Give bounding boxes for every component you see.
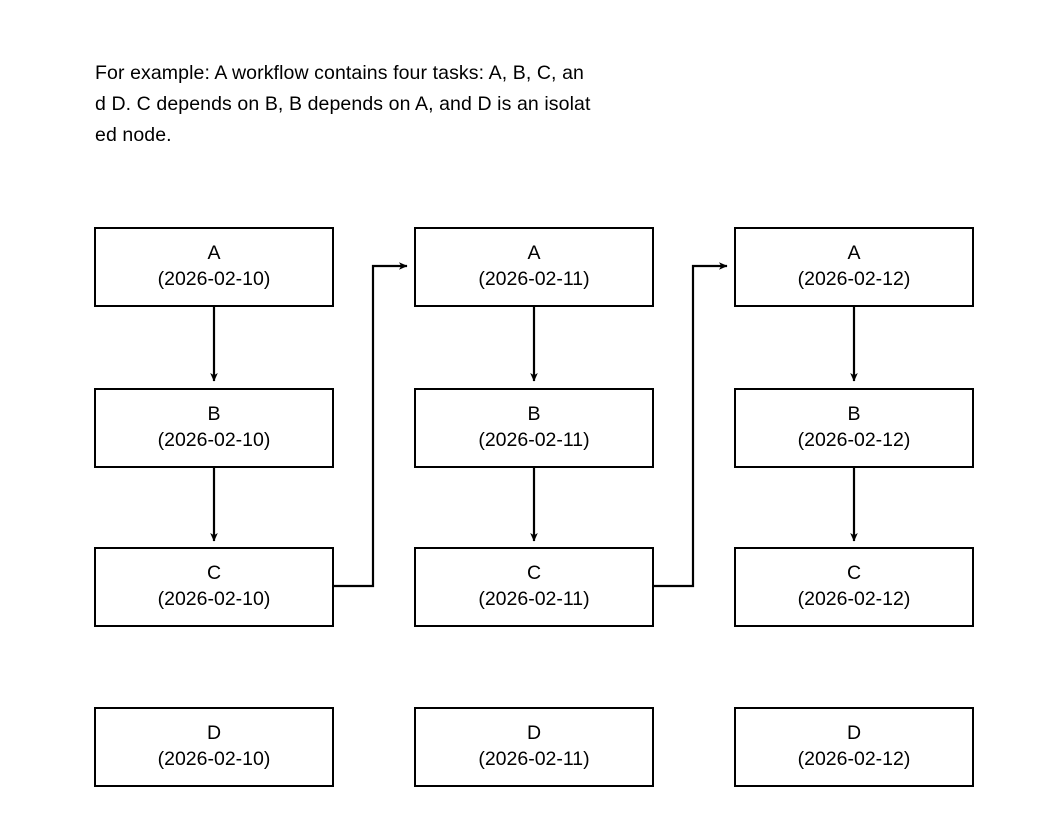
task-node-d-2026-02-11[interactable]: D (2026-02-11) [414,707,654,787]
node-label: C [526,562,542,584]
node-label: B [527,403,541,425]
node-label: C [206,562,222,584]
node-label: D [206,722,222,744]
node-label: A [527,242,541,264]
task-node-c-2026-02-10[interactable]: C (2026-02-10) [94,547,334,627]
node-label: D [846,722,862,744]
node-date: (2026-02-12) [797,268,911,290]
node-label: D [526,722,542,744]
node-label: A [207,242,221,264]
task-node-b-2026-02-10[interactable]: B (2026-02-10) [94,388,334,468]
task-node-d-2026-02-12[interactable]: D (2026-02-12) [734,707,974,787]
node-label: A [847,242,861,264]
task-node-a-2026-02-12[interactable]: A (2026-02-12) [734,227,974,307]
node-label: B [207,403,221,425]
caption-text: For example: A workflow contains four ta… [95,62,591,146]
node-label: B [847,403,861,425]
edge-c-col2-to-a-col3 [654,262,728,588]
node-date: (2026-02-12) [797,588,911,610]
task-node-a-2026-02-10[interactable]: A (2026-02-10) [94,227,334,307]
node-date: (2026-02-10) [157,268,271,290]
node-date: (2026-02-11) [478,268,590,290]
node-date: (2026-02-11) [478,748,590,770]
node-date: (2026-02-11) [478,588,590,610]
task-node-c-2026-02-11[interactable]: C (2026-02-11) [414,547,654,627]
task-node-d-2026-02-10[interactable]: D (2026-02-10) [94,707,334,787]
node-date: (2026-02-10) [157,588,271,610]
task-node-a-2026-02-11[interactable]: A (2026-02-11) [414,227,654,307]
edge-c-col1-to-a-col2 [334,262,408,588]
node-date: (2026-02-12) [797,429,911,451]
node-date: (2026-02-10) [157,429,271,451]
task-node-b-2026-02-11[interactable]: B (2026-02-11) [414,388,654,468]
node-label: C [846,562,862,584]
task-node-c-2026-02-12[interactable]: C (2026-02-12) [734,547,974,627]
node-date: (2026-02-10) [157,748,271,770]
task-node-b-2026-02-12[interactable]: B (2026-02-12) [734,388,974,468]
node-date: (2026-02-11) [478,429,590,451]
node-date: (2026-02-12) [797,748,911,770]
